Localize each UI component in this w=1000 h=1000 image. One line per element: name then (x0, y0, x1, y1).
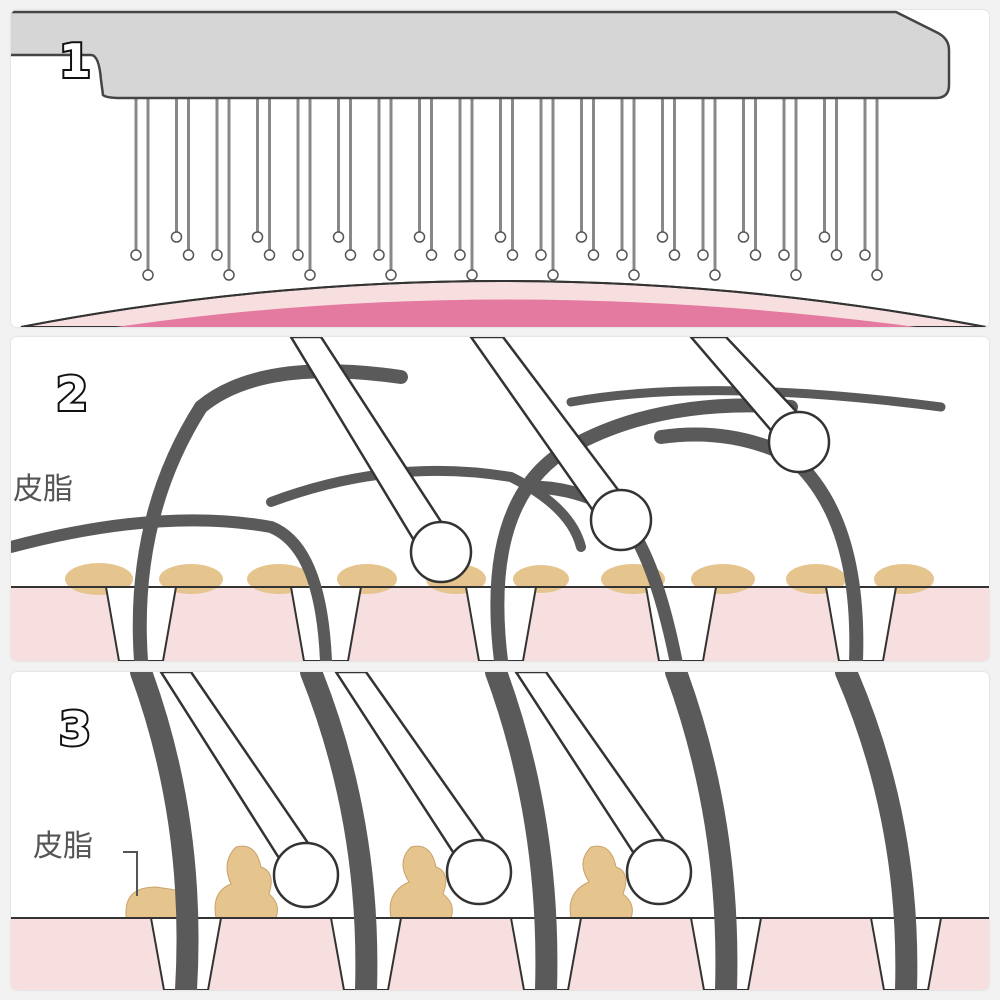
panel-2-sebum-on-scalp: 2 皮脂 (11, 337, 989, 661)
brush-head (11, 12, 949, 98)
brush-pin-tip (860, 250, 870, 260)
brush-pin-tip (415, 232, 425, 242)
brush-pin-tip (334, 232, 344, 242)
panel-1-brush-on-scalp: 1 (11, 10, 989, 327)
brush-pin-tip (305, 270, 315, 280)
brush-pin-tip (751, 250, 761, 260)
sebum-lifted-blobs (126, 846, 632, 918)
brush-pin-tip (455, 250, 465, 260)
brush-pin-tip (184, 250, 194, 260)
brush-pin-tip (508, 250, 518, 260)
panel-number-2: 2 (56, 371, 88, 417)
brush-pin-tip (629, 270, 639, 280)
brush-pin-tip (589, 250, 599, 260)
brush-pin-tip (496, 232, 506, 242)
brush-pin-tip (374, 250, 384, 260)
brush-pin-tip (548, 270, 558, 280)
brush-pin-tip (224, 270, 234, 280)
brush-pin-tip (386, 270, 396, 280)
brush-pin-tip (832, 250, 842, 260)
brush-pin-tip (710, 270, 720, 280)
brush-pin-tip (143, 270, 153, 280)
brush-pin-tip (293, 250, 303, 260)
panel-3-sebum-lifted: 3 皮脂 (11, 672, 989, 990)
brush-pin-tip (658, 232, 668, 242)
panel-number-1: 1 (59, 38, 91, 84)
brush-pin-tip (791, 270, 801, 280)
sebum-label: 皮脂 (33, 832, 93, 862)
brush-pin-tip (698, 250, 708, 260)
brush-pin-tip (617, 250, 627, 260)
brush-pin-tip (577, 232, 587, 242)
brush-scalp-illustration (11, 10, 989, 327)
brush-pin-tip (131, 250, 141, 260)
brush-pin-tip (212, 250, 222, 260)
brush-pin-tip (820, 232, 830, 242)
brush-pin-tip (427, 250, 437, 260)
sebum-surface-illustration (11, 337, 989, 661)
sebum-label: 皮脂 (13, 475, 73, 505)
brush-pin-tip (779, 250, 789, 260)
brush-pin-tip (172, 232, 182, 242)
brush-pin-tip (467, 270, 477, 280)
brush-pin-tip (536, 250, 546, 260)
sebum-lifted-illustration (11, 672, 989, 990)
panel-number-3: 3 (59, 706, 91, 752)
brush-pin-tip (739, 232, 749, 242)
brush-pins (131, 98, 882, 280)
brush-pin-tip (265, 250, 275, 260)
brush-pin-tip (872, 270, 882, 280)
brush-pin-tip (253, 232, 263, 242)
brush-pin-tip (670, 250, 680, 260)
brush-pin-tip (346, 250, 356, 260)
